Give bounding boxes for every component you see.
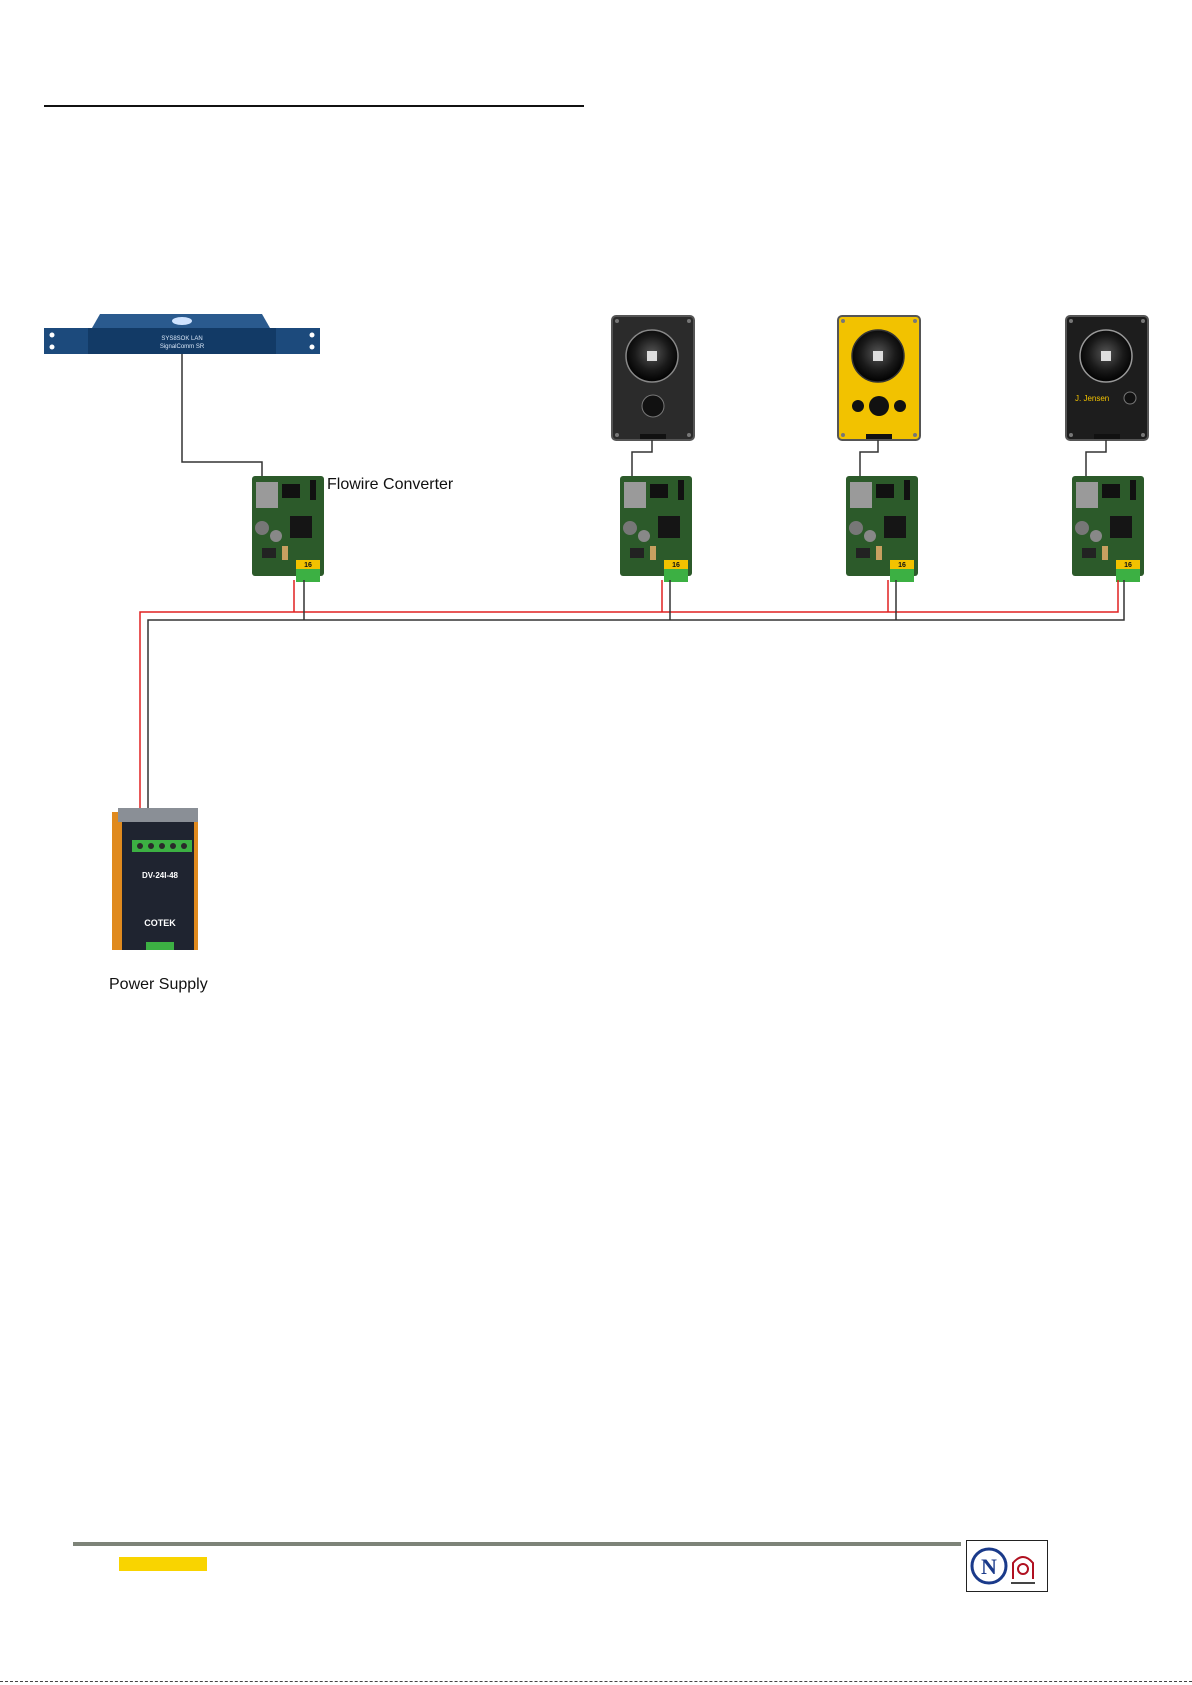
board-tag: 16 bbox=[672, 562, 680, 569]
black-bus-wire bbox=[148, 580, 1124, 850]
rack-line1: SYS8SOK LAN bbox=[161, 336, 202, 342]
footer-highlight bbox=[119, 1557, 207, 1571]
intercom-station-2 bbox=[838, 316, 920, 440]
network-cable bbox=[182, 354, 262, 476]
converter-label: Flowire Converter bbox=[327, 476, 453, 494]
rack-unit: SYS8SOK LAN SignalComm SR bbox=[44, 314, 320, 354]
psu-brand: COTEK bbox=[144, 918, 176, 928]
station-board-1: 16 bbox=[620, 476, 692, 582]
power-supply-unit: DV-24I-48 COTEK bbox=[112, 808, 198, 950]
station-board-3: 16 bbox=[1072, 476, 1144, 582]
station-board-2: 16 bbox=[846, 476, 918, 582]
board-tag: 16 bbox=[898, 562, 906, 569]
psu-model: DV-24I-48 bbox=[142, 871, 179, 880]
station-name-label: J. Jensen bbox=[1075, 394, 1109, 403]
svg-text:N: N bbox=[981, 1554, 997, 1579]
converter-board: 16 bbox=[252, 476, 324, 582]
footer-rule bbox=[73, 1542, 961, 1546]
board-tag: 16 bbox=[1124, 562, 1132, 569]
board-tag: 16 bbox=[304, 562, 312, 569]
rack-line2: SignalComm SR bbox=[160, 344, 205, 350]
page-bottom-edge bbox=[0, 1681, 1192, 1682]
intercom-station-1 bbox=[612, 316, 694, 440]
intercom-station-3: J. Jensen bbox=[1066, 316, 1148, 440]
certification-logo: N bbox=[966, 1540, 1048, 1592]
power-supply-label: Power Supply bbox=[109, 976, 208, 994]
